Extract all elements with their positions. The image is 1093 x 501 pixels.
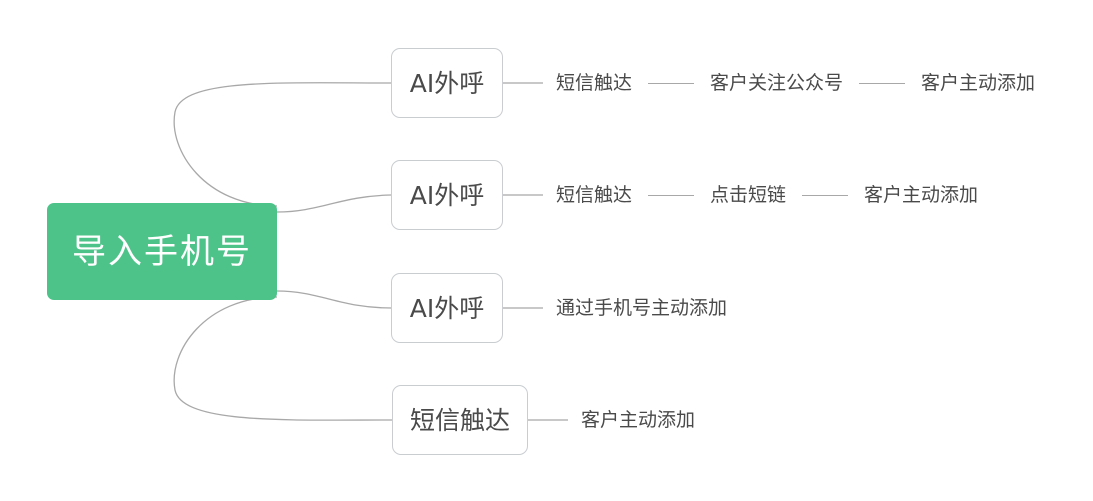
edge-root-to-branch-4 (173, 296, 393, 421)
branch-1-step-3: 客户主动添加 (921, 71, 1036, 94)
edge-root-to-branch-1 (173, 82, 392, 207)
edge-root-to-branch-2 (276, 194, 392, 213)
branch-3-chain: 通过手机号主动添加 (556, 293, 727, 323)
branch-2-chain: 短信触达 点击短链 客户主动添加 (556, 180, 978, 210)
branch-4-chain: 客户主动添加 (581, 405, 695, 435)
branch-node-4-label: 短信触达 (409, 405, 510, 435)
chain-dash-icon (859, 82, 906, 84)
branch-node-3[interactable]: AI外呼 (391, 273, 503, 343)
branch-3-step-1: 通过手机号主动添加 (556, 296, 728, 319)
branch-4-step-1: 客户主动添加 (581, 408, 696, 431)
branch-1-step-1: 短信触达 (556, 71, 633, 94)
chain-dash-icon (648, 82, 695, 84)
branch-2-step-1: 短信触达 (556, 183, 633, 206)
branch-node-3-label: AI外呼 (409, 293, 485, 323)
root-node[interactable]: 导入手机号 (47, 203, 277, 300)
root-node-label: 导入手机号 (72, 231, 252, 272)
branch-node-2-label: AI外呼 (409, 180, 485, 210)
chain-dash-icon (648, 194, 695, 196)
edge-root-to-branch-3 (276, 290, 392, 309)
branch-2-step-2: 点击短链 (710, 183, 787, 206)
branch-1-chain: 短信触达 客户关注公众号 客户主动添加 (556, 68, 1035, 98)
branch-node-4[interactable]: 短信触达 (392, 385, 528, 455)
branch-node-1-label: AI外呼 (409, 68, 485, 98)
branch-node-2[interactable]: AI外呼 (391, 160, 503, 230)
branch-node-1[interactable]: AI外呼 (391, 48, 503, 118)
branch-1-step-2: 客户关注公众号 (710, 71, 844, 94)
chain-dash-icon (802, 194, 849, 196)
branch-2-step-3: 客户主动添加 (864, 183, 979, 206)
